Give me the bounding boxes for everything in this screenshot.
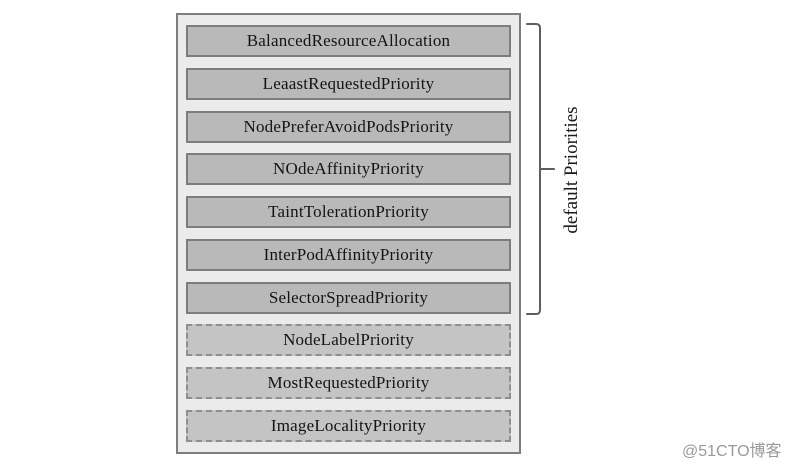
- priority-box-node-prefer-avoid-pods: NodePreferAvoidPodsPriority: [186, 110, 511, 143]
- priority-box-most-requested: MostRequestedPriority: [186, 367, 511, 400]
- priority-box-selector-spread: SelectorSpreadPriority: [186, 281, 511, 314]
- priority-box-node-label: NodeLabelPriority: [186, 324, 511, 357]
- priority-box-balanced-resource-allocation: BalancedResourceAllocation: [186, 25, 511, 57]
- priority-box-taint-toleration: TaintTolerationPriority: [186, 196, 511, 229]
- priority-box-leaast-requested-priority: LeaastRequestedPriority: [186, 67, 511, 100]
- watermark: @51CTO博客: [682, 443, 782, 460]
- priorities-panel: BalancedResourceAllocation LeaastRequest…: [176, 13, 521, 454]
- brace-bracket-icon: [526, 23, 555, 315]
- priority-box-image-locality: ImageLocalityPriority: [186, 409, 511, 442]
- bracket-label: default Priorities: [561, 106, 582, 234]
- priority-box-inter-pod-affinity: InterPodAffinityPriority: [186, 238, 511, 271]
- priority-box-node-affinity: NOdeAffinityPriority: [186, 153, 511, 186]
